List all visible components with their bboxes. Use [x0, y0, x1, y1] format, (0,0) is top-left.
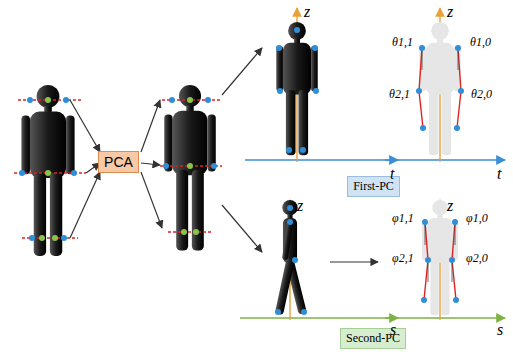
axis-label: s [497, 322, 503, 338]
axis-label: t [390, 166, 394, 182]
angle-label: θ2,1 [389, 88, 410, 100]
angle-label: θ1,0 [470, 36, 491, 48]
angle-label: θ1,1 [392, 36, 413, 48]
axis-label: t [497, 166, 501, 182]
axis-label: z [447, 4, 453, 20]
axis-label: z [447, 198, 453, 214]
angle-label: φ1,1 [392, 212, 414, 224]
process-box: PCA [98, 151, 139, 173]
angle-label: φ1,0 [466, 212, 488, 224]
angle-label: φ2,0 [466, 252, 488, 264]
angle-label: φ2,1 [392, 252, 414, 264]
axis-label: z [297, 198, 303, 214]
angle-label: θ2,0 [471, 88, 492, 100]
axis-label: s [390, 322, 396, 338]
axis-label: z [304, 4, 310, 20]
node-text: PCA [104, 154, 133, 170]
node-text: First-PC [353, 179, 394, 194]
